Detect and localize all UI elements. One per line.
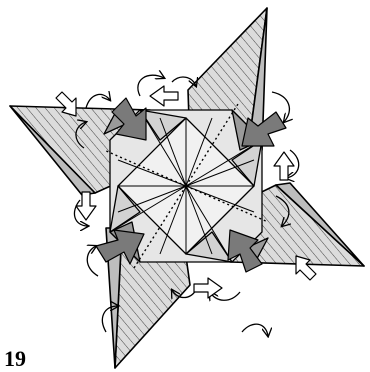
white-arrow [274, 152, 294, 180]
white-arrow [194, 278, 222, 298]
curved-arrow [87, 246, 98, 276]
curved-arrow [86, 94, 110, 108]
step-number: 19 [4, 348, 26, 370]
curved-arrow [242, 324, 268, 336]
white-arrow [150, 86, 178, 106]
white-arrow [76, 192, 96, 220]
